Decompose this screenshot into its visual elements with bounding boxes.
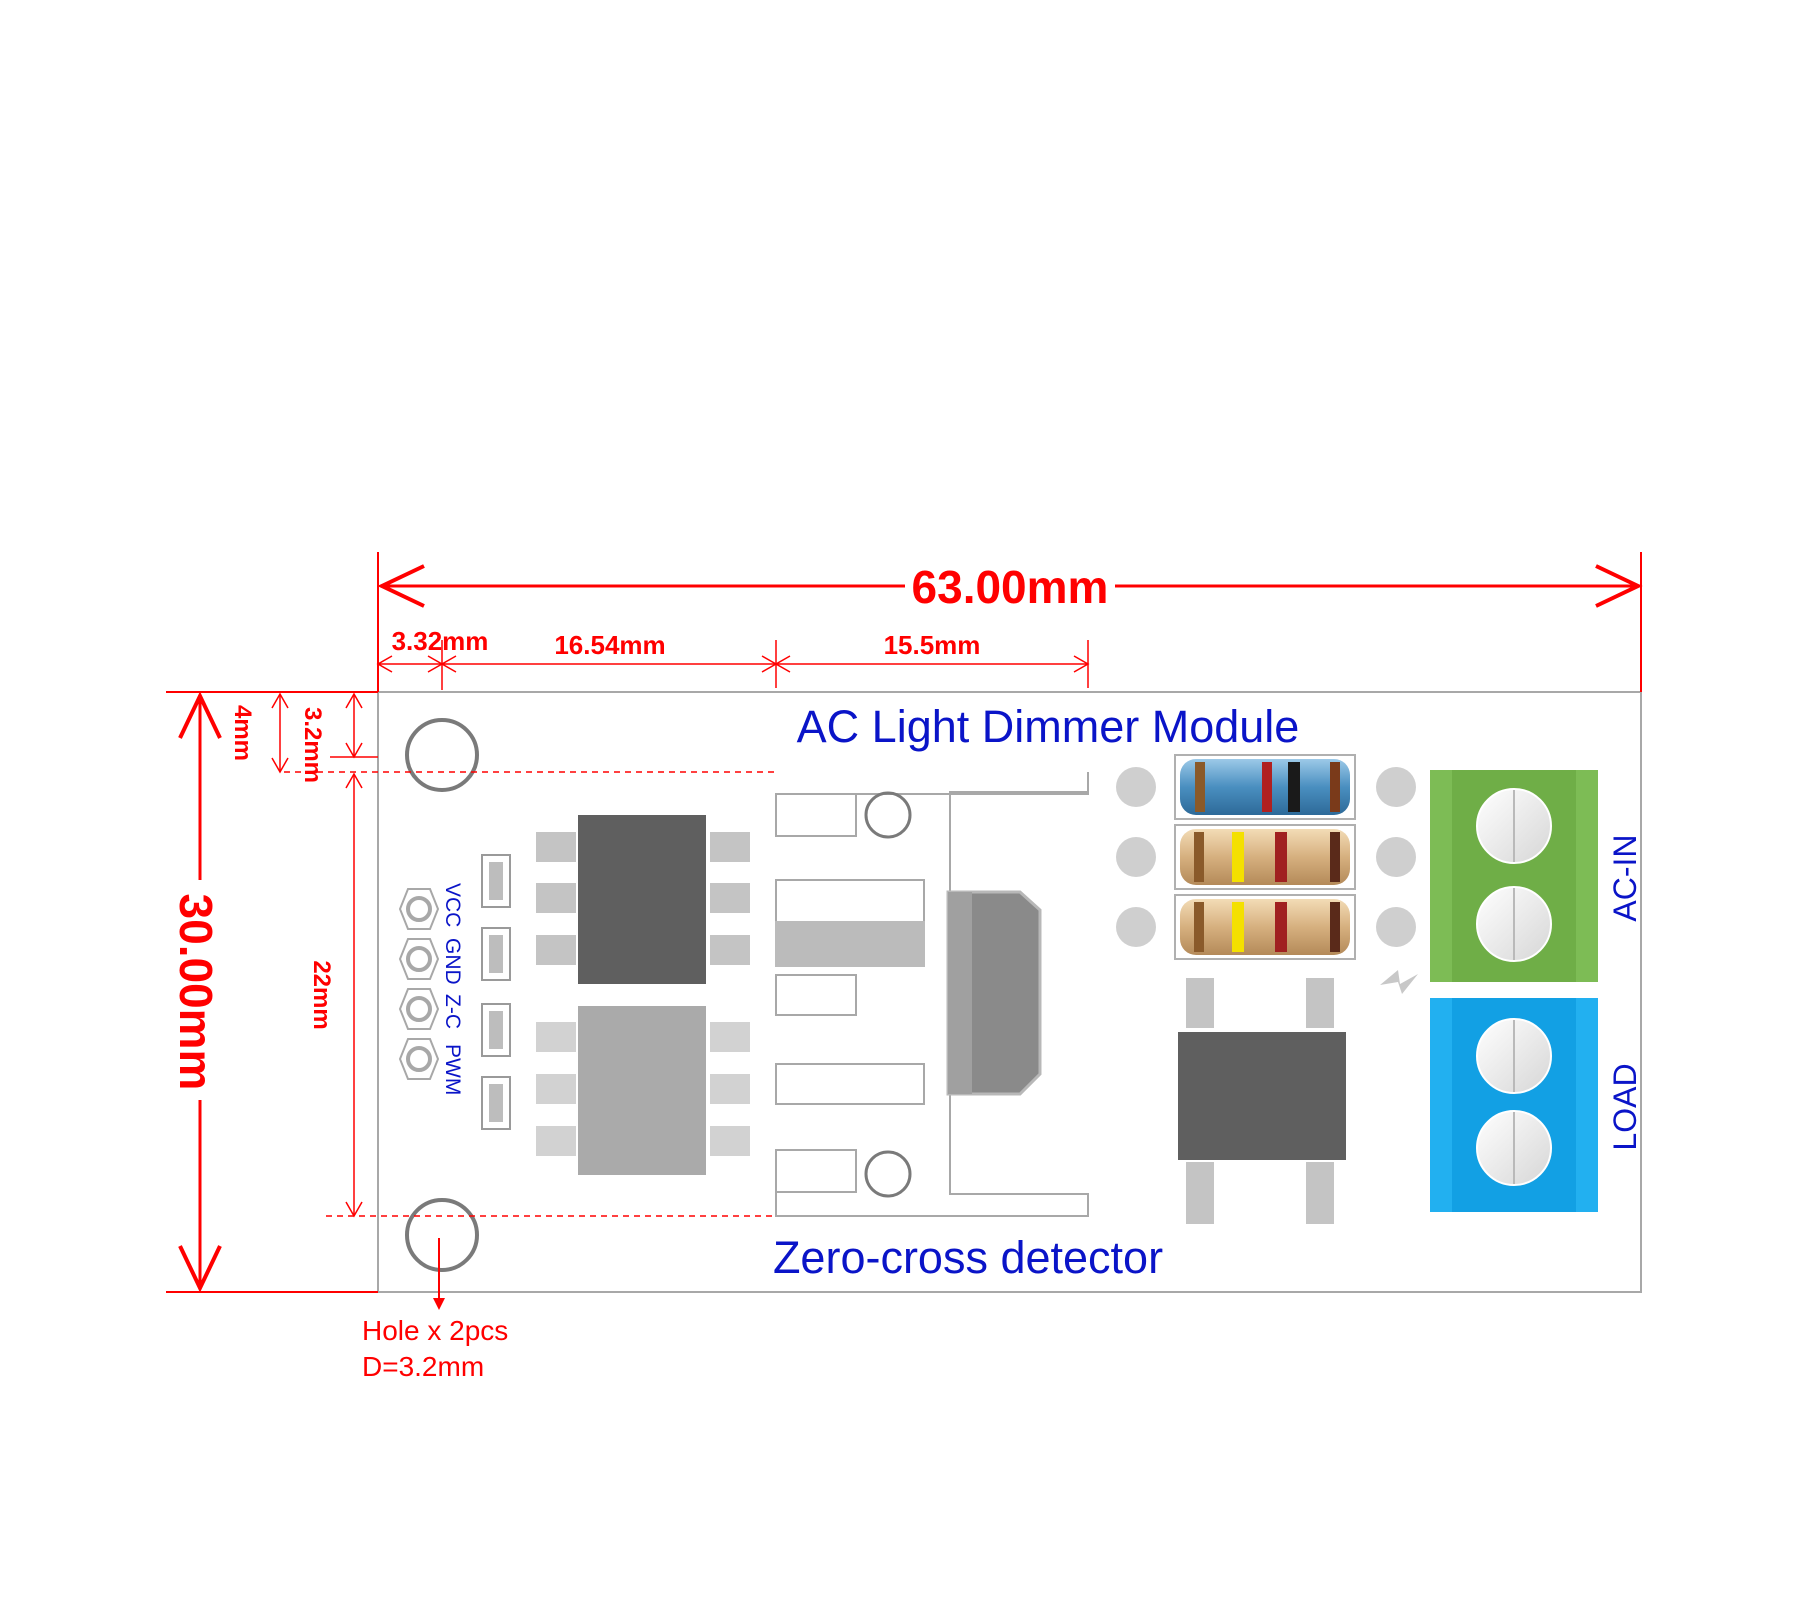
pin-label-gnd: GND xyxy=(441,938,464,985)
dim-width-total: 63.00mm xyxy=(912,561,1109,613)
dim-span-b: 15.5mm xyxy=(884,630,981,660)
mounting-hole-bottom xyxy=(405,1198,479,1272)
optocoupler-ic-bottom xyxy=(536,1006,750,1175)
dim-height-total: 30.00mm xyxy=(170,894,222,1091)
terminal-label-ac-in: AC-IN xyxy=(1607,834,1643,921)
dim-hole-offset-y-outer: 4mm xyxy=(229,705,256,761)
header-pins xyxy=(398,888,440,1080)
module-subtitle: Zero-cross detector xyxy=(773,1232,1163,1283)
pin-label-vcc: VCC xyxy=(441,883,464,927)
resistor-pads xyxy=(1116,767,1416,947)
dim-hole-spacing: 22mm xyxy=(308,960,335,1029)
hole-note-line1: Hole x 2pcs xyxy=(362,1315,508,1346)
bridge-rectifier xyxy=(1178,978,1346,1224)
resistor-3 xyxy=(1174,894,1356,960)
dim-hole-offset-x: 3.32mm xyxy=(392,626,489,656)
optocoupler-ic-top xyxy=(536,815,750,984)
smd-resistors xyxy=(481,854,511,1130)
hole-callout-arrowhead xyxy=(433,1298,445,1310)
terminal-block-ac-in xyxy=(1430,770,1598,982)
pin-label-pwm: PWM xyxy=(441,1044,464,1095)
module-title: AC Light Dimmer Module xyxy=(797,701,1300,752)
terminal-label-load: LOAD xyxy=(1607,1063,1643,1150)
pin-label-zc: Z-C xyxy=(441,994,464,1029)
resistor-1 xyxy=(1174,754,1356,820)
dim-hole-offset-y-inner: 3.2mm xyxy=(299,707,326,783)
resistor-2 xyxy=(1174,824,1356,890)
hole-note-line2: D=3.2mm xyxy=(362,1351,484,1382)
triac-heatsink xyxy=(775,772,1089,1217)
dim-span-a: 16.54mm xyxy=(554,630,665,660)
dimension-lines xyxy=(166,552,1643,1300)
hole-reference-lines xyxy=(284,771,776,1217)
terminal-block-load xyxy=(1430,998,1598,1212)
mounting-hole-top xyxy=(405,718,479,792)
high-voltage-icon xyxy=(1380,970,1418,994)
triac-body xyxy=(946,890,1042,1096)
